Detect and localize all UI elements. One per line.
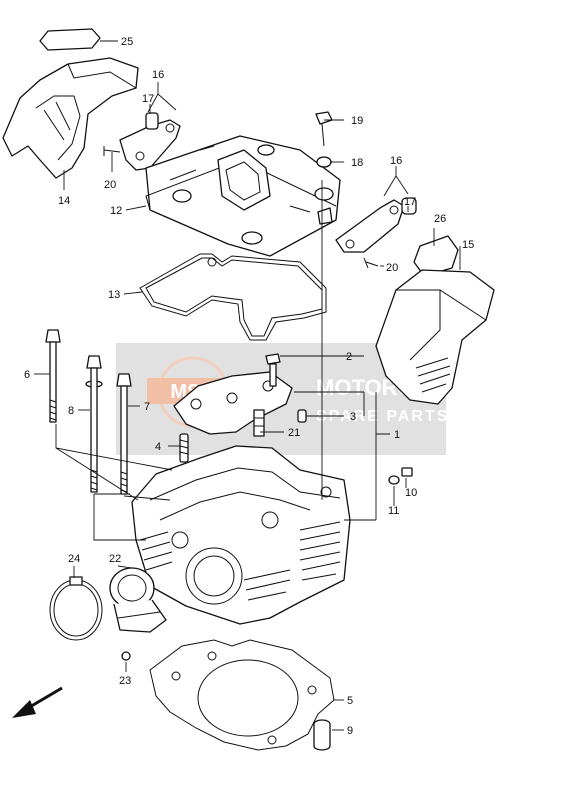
part-21-spark-plug [253, 409, 265, 437]
callout-26: 26 [434, 213, 446, 225]
callout-1: 1 [394, 429, 400, 441]
callout-13: 13 [108, 289, 120, 301]
part-5-head-gasket [149, 639, 335, 751]
callout-15: 15 [462, 239, 474, 251]
part-4-stud [179, 433, 189, 463]
part-25-pad [39, 28, 101, 51]
callout-24: 24 [68, 553, 80, 565]
part-3-dowel [297, 409, 307, 423]
callout-16-right: 16 [390, 155, 402, 167]
front-direction-arrow-icon [12, 686, 63, 718]
part-19-bolt [315, 111, 333, 147]
part-9-dowel [313, 719, 331, 751]
part-6-bolt [45, 329, 61, 423]
part-12-head-cover [145, 135, 341, 257]
callout-20-left: 20 [104, 179, 116, 191]
callout-3: 3 [350, 411, 356, 423]
part-16-bracket-right [335, 197, 417, 269]
callout-8: 8 [68, 405, 74, 417]
callout-22: 22 [109, 553, 121, 565]
callout-17-right: 17 [404, 196, 416, 208]
leader-lines [34, 40, 461, 731]
callout-6: 6 [24, 369, 30, 381]
part-16-bracket-left [103, 112, 181, 171]
part-11-washer [388, 475, 400, 485]
part-15-right-cover [375, 269, 495, 405]
callout-14: 14 [58, 195, 70, 207]
callout-21: 21 [288, 427, 300, 439]
part-22-intake-pipe [109, 567, 167, 633]
part-8-bolt [85, 355, 103, 493]
part-18-grommet [316, 156, 332, 168]
callout-25: 25 [121, 36, 133, 48]
callout-23: 23 [119, 675, 131, 687]
callout-16-left: 16 [152, 69, 164, 81]
callout-7: 7 [144, 401, 150, 413]
callout-20-right: 20 [386, 262, 398, 274]
callout-5: 5 [347, 695, 353, 707]
callout-12: 12 [110, 205, 122, 217]
callout-17-left: 17 [142, 93, 154, 105]
part-14-left-cover [2, 57, 139, 179]
callout-10: 10 [405, 487, 417, 499]
callout-11: 11 [388, 505, 399, 517]
part-10-bolt [401, 467, 413, 477]
part-23-screw [121, 651, 131, 661]
part-1-cylinder-head [131, 445, 351, 625]
part-rocker-assembly [173, 353, 293, 435]
part-24-clamp [49, 576, 103, 641]
callout-9: 9 [347, 725, 353, 737]
callout-2: 2 [346, 351, 352, 363]
watermark-line2: SPARE PARTS [316, 408, 449, 425]
callout-18: 18 [351, 157, 363, 169]
part-26-pad [413, 235, 459, 277]
callout-4: 4 [155, 441, 161, 453]
callout-numbers: 25 16 17 19 18 20 14 16 17 12 26 15 20 1… [24, 36, 474, 737]
part-13-gasket [139, 253, 327, 341]
callout-19: 19 [351, 115, 363, 127]
